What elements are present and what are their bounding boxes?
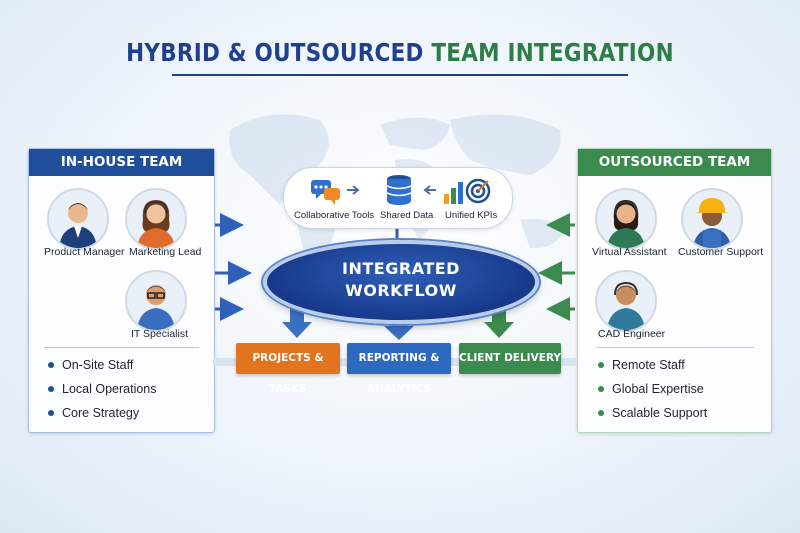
virtual-assistant-avatar xyxy=(595,188,657,250)
output-projects-tasks: PROJECTS & TASKS xyxy=(236,343,340,395)
arrow-right-icon xyxy=(347,185,360,195)
tool-label-shared-data: Shared Data xyxy=(380,210,434,221)
title-part1: HYBRID & OUTSOURCED xyxy=(126,38,424,67)
role-marketing-lead: Marketing Lead xyxy=(129,246,202,258)
tool-label-kpis: Unified KPIs xyxy=(445,210,498,221)
role-it-specialist: IT Specialist xyxy=(131,328,188,340)
output-reporting-analytics: REPORTING & ANALYTICS xyxy=(347,343,451,395)
customer-support-avatar xyxy=(681,188,743,250)
integration-tools-bar: Collaborative Tools Shared Data Unified … xyxy=(283,167,513,229)
workflow-line1: INTEGRATED xyxy=(342,259,460,278)
it-specialist-avatar xyxy=(125,270,187,332)
database-icon xyxy=(386,175,412,205)
inhouse-bullet: On-Site Staff xyxy=(48,353,157,377)
inhouse-bullet: Core Strategy xyxy=(48,401,157,425)
workflow-line2: WORKFLOW xyxy=(345,281,457,300)
title-part2: TEAM INTEGRATION xyxy=(431,38,674,67)
marketing-lead-avatar xyxy=(125,188,187,250)
inhouse-bullet: Local Operations xyxy=(48,377,157,401)
chat-bubbles-icon xyxy=(311,180,340,205)
output-client-delivery: CLIENT DELIVERY xyxy=(459,343,561,374)
inhouse-team-header: IN-HOUSE TEAM xyxy=(29,149,214,176)
cad-engineer-avatar xyxy=(595,270,657,332)
arrow-left-icon xyxy=(423,185,436,195)
outsourced-bullet: Scalable Support xyxy=(598,401,707,425)
tool-label-collaborative: Collaborative Tools xyxy=(294,210,375,221)
product-manager-avatar xyxy=(47,188,109,250)
bar-chart-target-icon xyxy=(444,178,491,204)
role-cad-engineer: CAD Engineer xyxy=(598,328,666,340)
inhouse-divider xyxy=(44,347,199,348)
role-customer-support: Customer Support xyxy=(678,246,764,258)
outsourced-bullet-list: Remote Staff Global Expertise Scalable S… xyxy=(598,353,707,425)
outsourced-team-header: OUTSOURCED TEAM xyxy=(578,149,771,176)
page-title: HYBRID & OUTSOURCED TEAM INTEGRATION xyxy=(56,38,744,67)
role-product-manager: Product Manager xyxy=(44,246,125,258)
outsourced-divider xyxy=(596,347,754,348)
outsourced-bullet: Remote Staff xyxy=(598,353,707,377)
integrated-workflow-hub: INTEGRATED WORKFLOW xyxy=(263,240,539,324)
title-underline xyxy=(172,74,628,76)
role-virtual-assistant: Virtual Assistant xyxy=(592,246,667,258)
outsourced-bullet: Global Expertise xyxy=(598,377,707,401)
inhouse-bullet-list: On-Site Staff Local Operations Core Stra… xyxy=(48,353,157,425)
